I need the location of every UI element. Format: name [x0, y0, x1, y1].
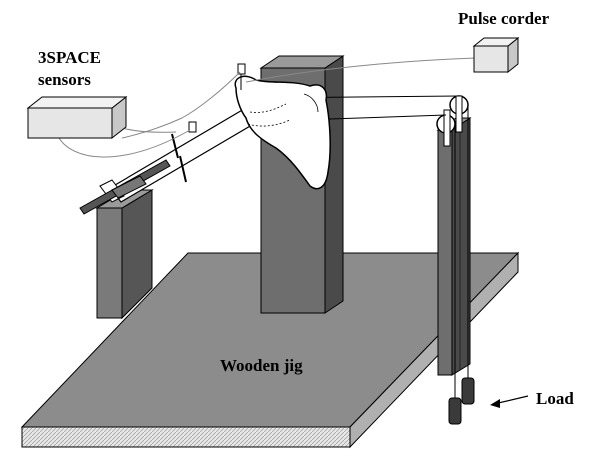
label-wooden-jig: Wooden jig [220, 356, 303, 375]
label-pulse-corder: Pulse corder [458, 9, 550, 28]
3space-sensor-box [26, 95, 128, 140]
load-arrow [490, 395, 529, 408]
arm-clamp [79, 159, 171, 215]
wooden-jig-platform [20, 251, 520, 449]
scapula-bone [234, 75, 331, 190]
weight-rear [461, 377, 475, 405]
sensor-marker-mid [188, 121, 197, 133]
weight-front [448, 397, 462, 425]
label-3space-line1: 3SPACE [38, 48, 101, 67]
label-3space-line2: sensors [38, 70, 91, 89]
load-weights [448, 377, 475, 425]
label-load: Load [536, 389, 574, 408]
sensor-cables [57, 57, 477, 158]
left-support-post [95, 189, 154, 320]
platform-front-edge [21, 426, 351, 448]
pulse-corder-box [472, 36, 520, 74]
pulley-tower [436, 117, 472, 376]
sensor-markers [171, 63, 246, 183]
